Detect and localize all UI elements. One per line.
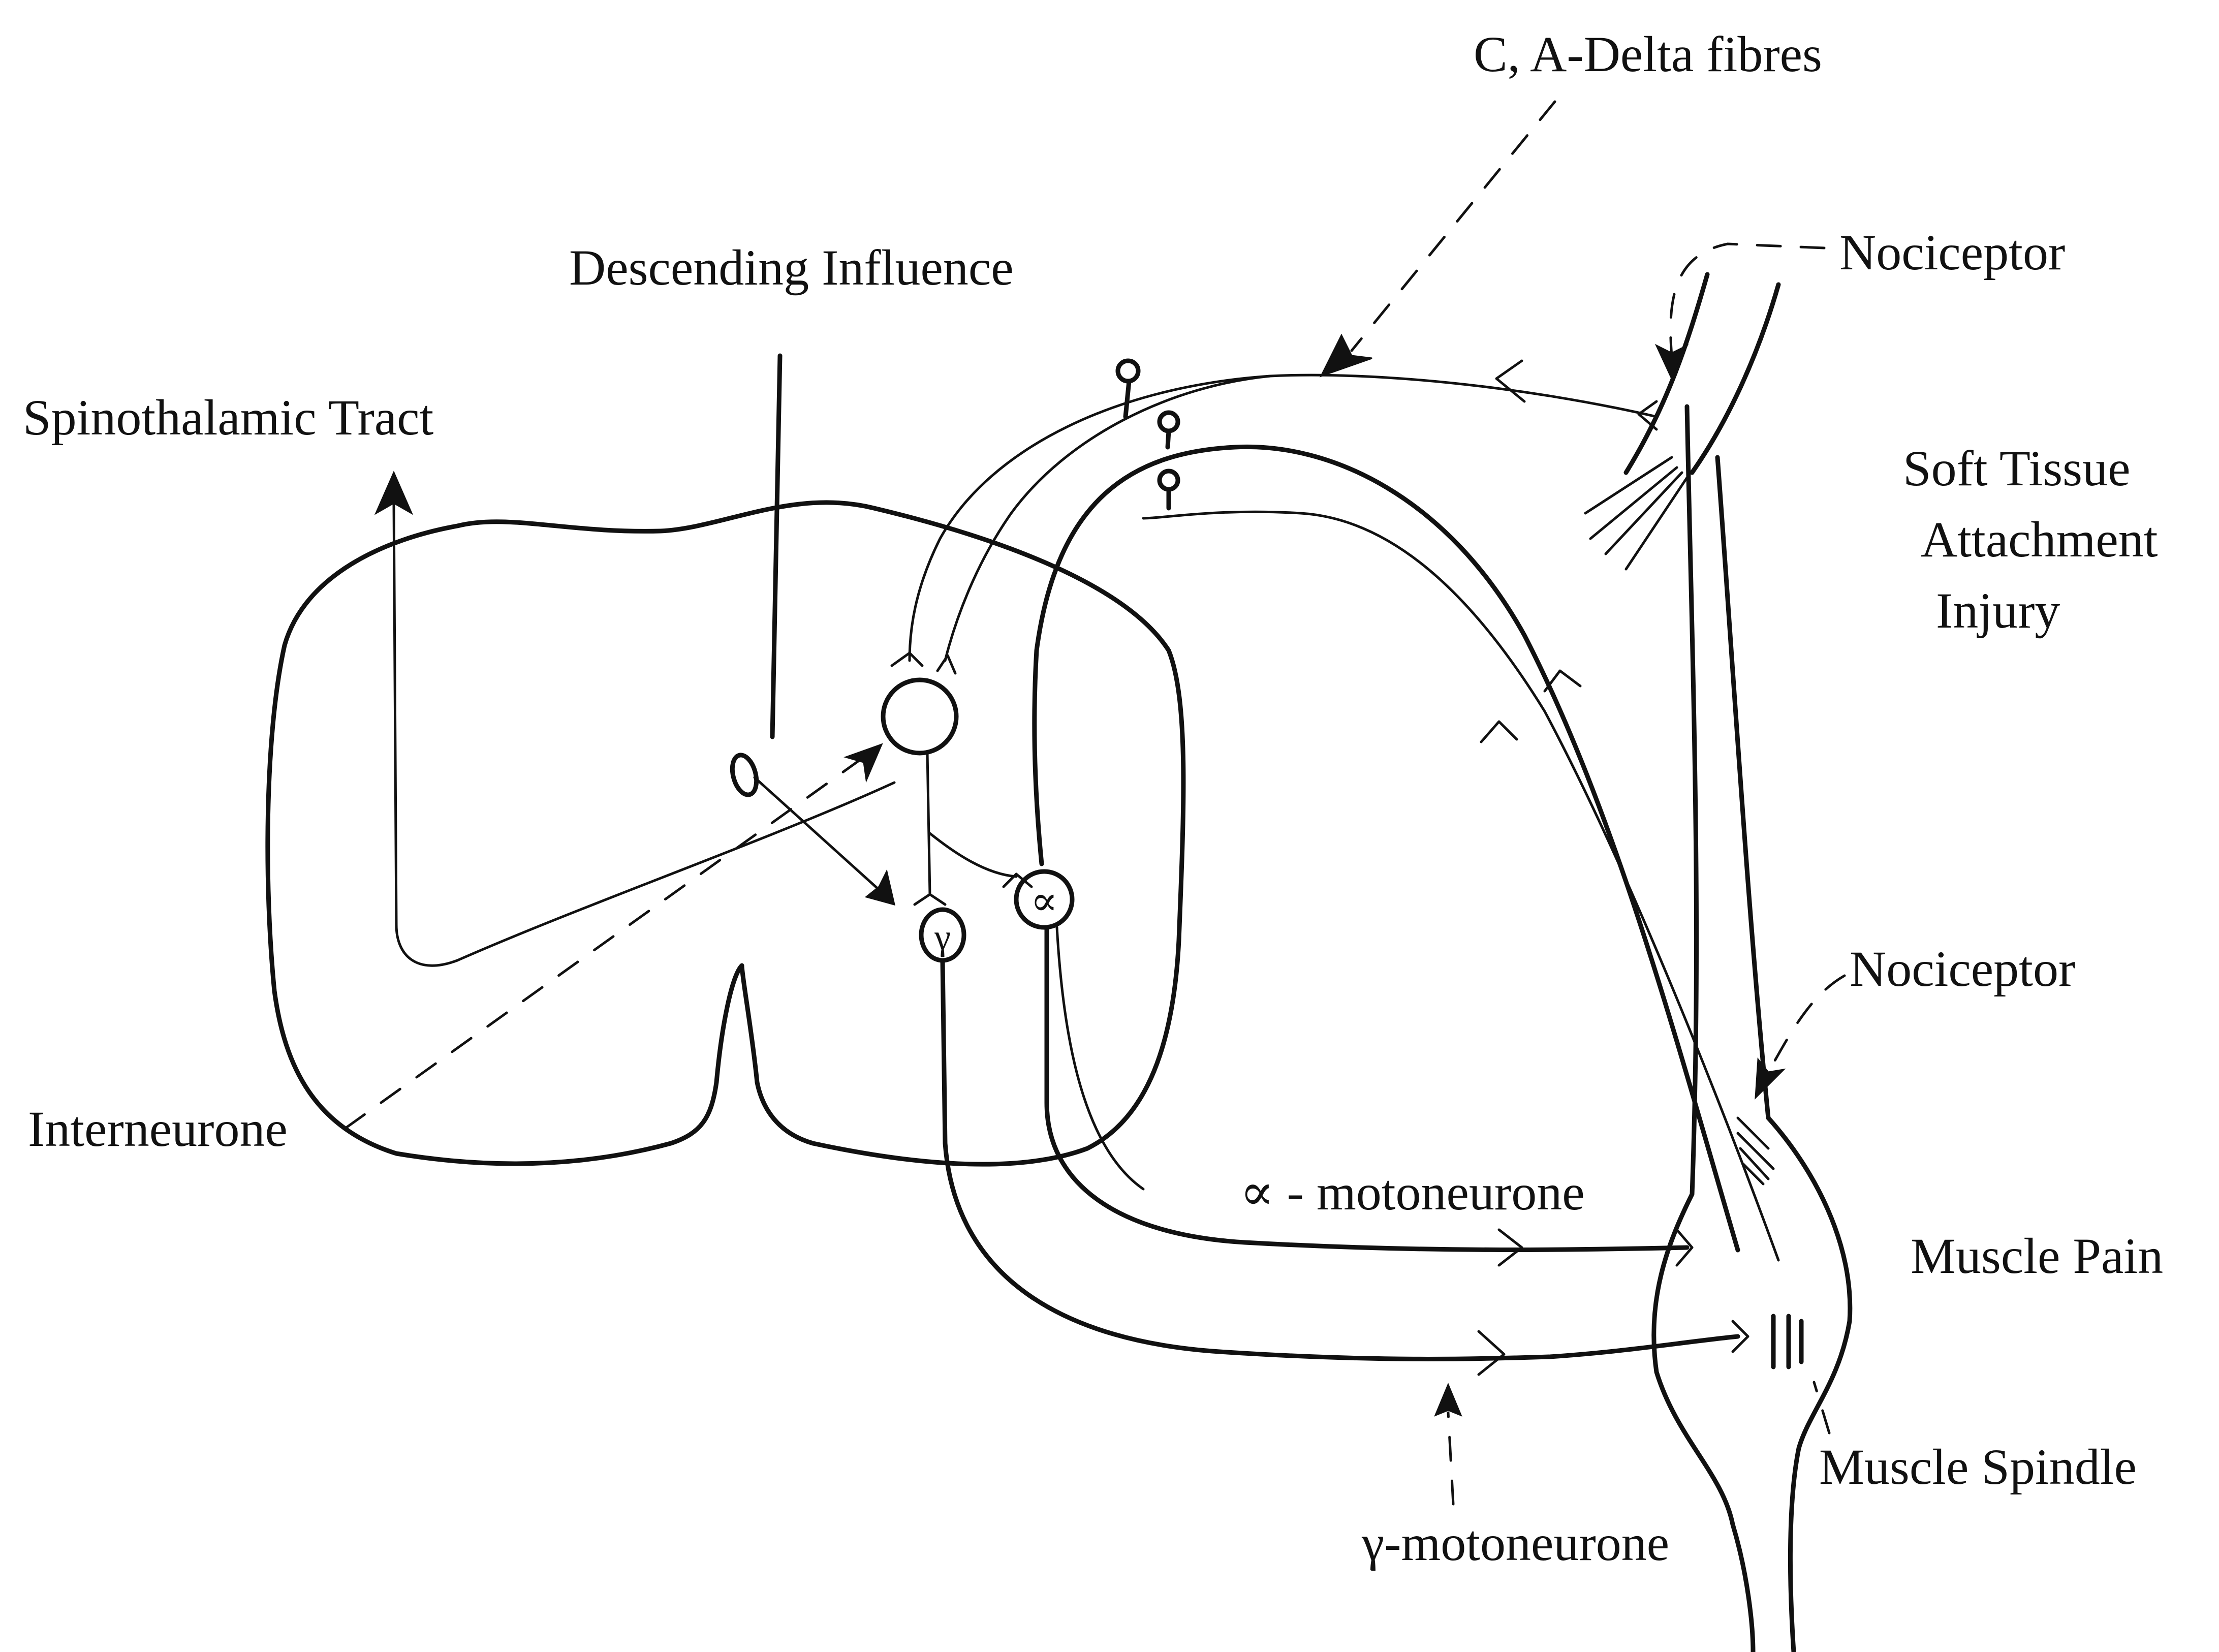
muscle-outline-left [1654,407,1753,1652]
descending-arrowhead [866,871,894,905]
label-muscle-pain: Muscle Pain [1911,1228,2163,1284]
gamma-motoneurone-leader-arrowhead [1435,1385,1461,1415]
alpha-cell-symbol: ∝ [1030,879,1058,924]
label-descending-influence: Descending Influence [569,239,1014,296]
muscle-afferent-fibre-outer [1035,447,1738,1250]
dorsal-horn-neuron [883,680,956,753]
neuron-to-alpha-branch [930,833,1016,877]
afferent-terminal-3 [1160,471,1178,489]
synapse-fork-dorsal-2 [937,656,955,673]
afferent-arrow-1 [1496,361,1524,401]
afferent-terminal-2-stem [1168,431,1169,447]
gamma-motoneurone-leader [1448,1413,1453,1504]
afferent-fibre-outer [910,375,1657,661]
interneurone-leader [346,757,864,1128]
neuron-to-gamma-axon [927,753,930,894]
spinothalamic-pathway [394,503,894,965]
tendon-attachment-fibres [1585,274,1778,569]
label-soft-tissue-line2: Attachment [1921,511,2158,568]
muscle-afferent-fibre-inner [1143,512,1778,1260]
label-nociceptor-top: Nociceptor [1839,224,2065,280]
nociceptor-top-leader [1671,244,1824,356]
label-alpha-motoneurone: ∝ - motoneurone [1240,1164,1585,1221]
label-interneurone: Interneurone [28,1101,288,1157]
c-adelta-leader [1352,102,1555,351]
afferent-terminal-1-stem [1126,381,1129,417]
descending-influence-line [772,356,780,737]
muscle-afferent-arrow-2 [1481,722,1517,742]
synapse-fork-dorsal-1 [892,653,922,666]
afferent-terminal-2 [1160,413,1178,431]
label-gamma-motoneurone: γ-motoneurone [1361,1515,1669,1571]
nociceptor-mid-leader [1768,976,1845,1072]
label-soft-tissue-line1: Soft Tissue [1903,440,2130,496]
afferent-fibre-outer-2 [945,376,1270,661]
descending-terminal [728,753,760,798]
label-nociceptor-mid: Nociceptor [1850,941,2075,997]
muscle-nociceptor-ending [1738,1118,1773,1184]
label-spinothalamic-tract: Spinothalamic Tract [23,389,434,446]
afferent-terminal-1 [1118,361,1138,381]
gamma-efferent-arrow [1479,1331,1504,1375]
nociceptor-mid-arrowhead [1756,1059,1784,1098]
muscle-spindle-marks [1773,1316,1801,1367]
c-adelta-leader-arrowhead [1321,335,1372,376]
gamma-cell-symbol: γ [934,917,951,957]
label-c-adelta-fibres: C, A-Delta fibres [1474,26,1822,82]
alpha-efferent-fibre-2 [1057,927,1143,1189]
label-soft-tissue-line3: Injury [1936,582,2060,639]
synapse-fork-gamma [915,894,945,905]
label-muscle-spindle: Muscle Spindle [1819,1439,2137,1495]
interneurone-leader-arrowhead [846,744,882,780]
